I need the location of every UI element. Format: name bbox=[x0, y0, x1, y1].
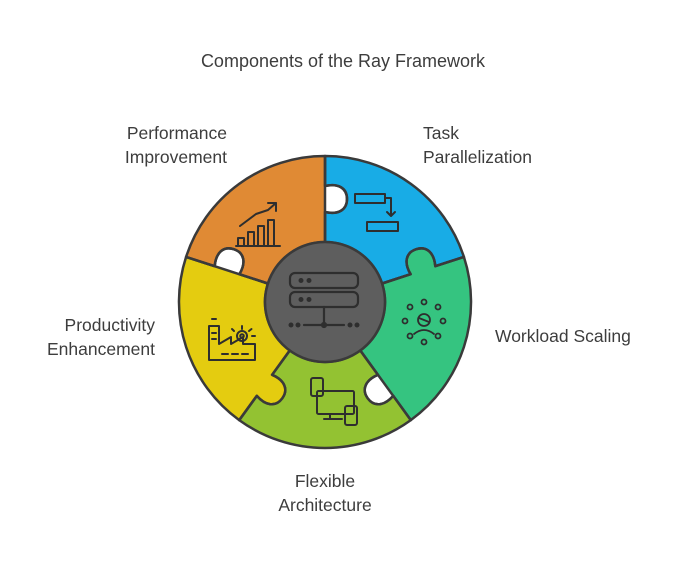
label-task-parallelization: Task Parallelization bbox=[423, 121, 563, 169]
diagram-title: Components of the Ray Framework bbox=[200, 51, 486, 71]
growth-chart-icon bbox=[235, 202, 281, 247]
label-line: Parallelization bbox=[423, 147, 532, 167]
label-workload-scaling: Workload Scaling bbox=[495, 324, 665, 348]
segment-boundary bbox=[185, 247, 269, 285]
label-performance-improvement: Performance Improvement bbox=[95, 121, 227, 169]
label-productivity-enhancement: Productivity Enhancement bbox=[20, 313, 155, 361]
flowchart-icon bbox=[354, 193, 399, 232]
factory-gear-icon bbox=[208, 318, 256, 361]
label-line: Architecture bbox=[278, 495, 372, 515]
label-flexible-architecture: Flexible Architecture bbox=[255, 469, 395, 517]
segment-boundary bbox=[359, 349, 412, 421]
devices-icon bbox=[310, 377, 358, 426]
label-line: Workload Scaling bbox=[495, 326, 631, 346]
network-nodes-icon bbox=[401, 298, 447, 346]
label-line: Enhancement bbox=[47, 339, 155, 359]
label-line: Task bbox=[423, 123, 459, 143]
hub-circle bbox=[263, 240, 387, 364]
label-line: Productivity bbox=[64, 315, 155, 335]
segment-boundary bbox=[238, 349, 291, 421]
segment-boundary bbox=[323, 156, 349, 242]
server-stack-icon bbox=[288, 271, 360, 329]
label-line: Flexible bbox=[294, 471, 356, 491]
label-line: Performance bbox=[126, 123, 227, 143]
label-line: Improvement bbox=[124, 147, 227, 167]
segment-boundary bbox=[381, 247, 465, 285]
